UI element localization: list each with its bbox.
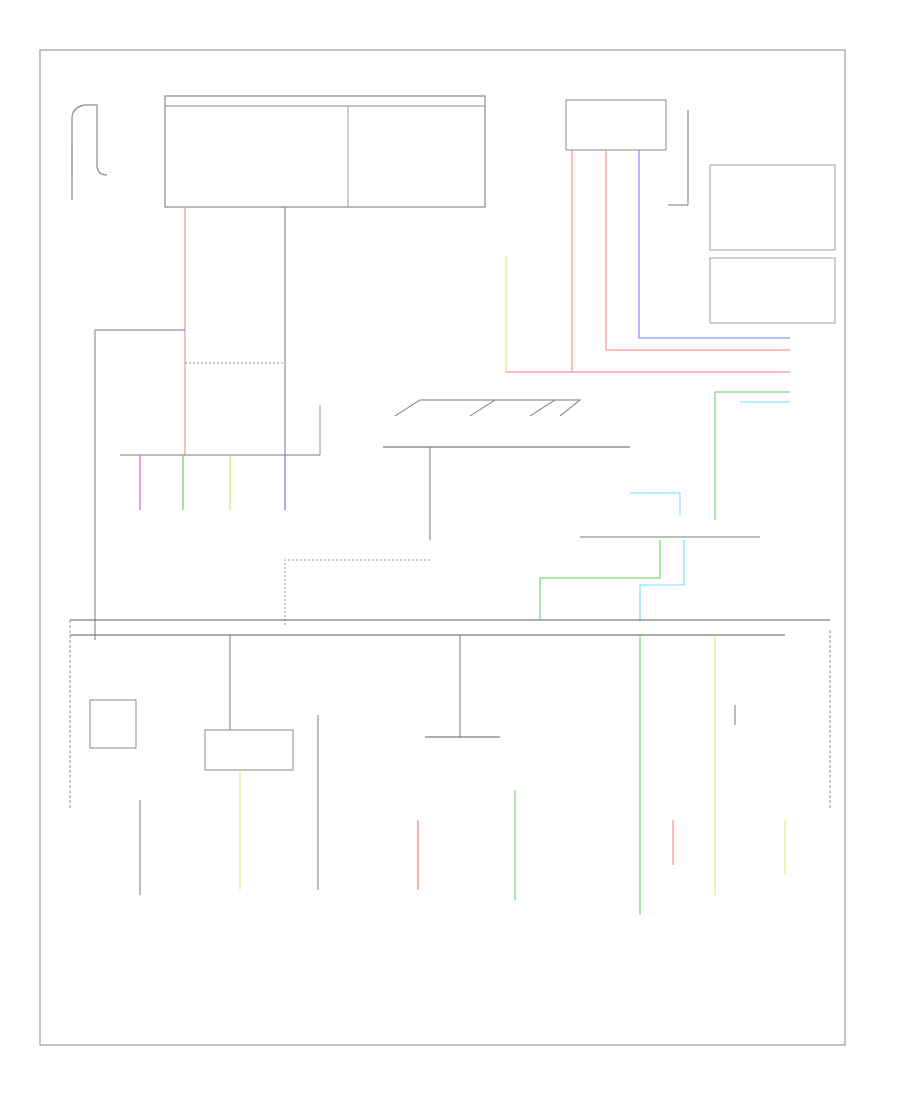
fuse-box-upper <box>164 95 486 208</box>
wire <box>284 559 430 625</box>
relay-lower <box>204 729 294 771</box>
wire-blue <box>638 150 790 339</box>
wire-green <box>539 540 661 620</box>
control-unit-lower-left <box>89 699 137 749</box>
connector-block-right <box>709 164 836 251</box>
wire-cyan <box>630 492 681 515</box>
steering-angle-sensor <box>71 104 108 176</box>
wire-red <box>605 150 790 351</box>
connector-block-right <box>709 257 836 324</box>
combination-switch <box>565 99 667 151</box>
wire-red <box>505 150 573 373</box>
ignition-switch-contacts <box>394 399 582 417</box>
diagram-frame <box>39 49 846 1046</box>
wire-cyan <box>639 540 685 620</box>
